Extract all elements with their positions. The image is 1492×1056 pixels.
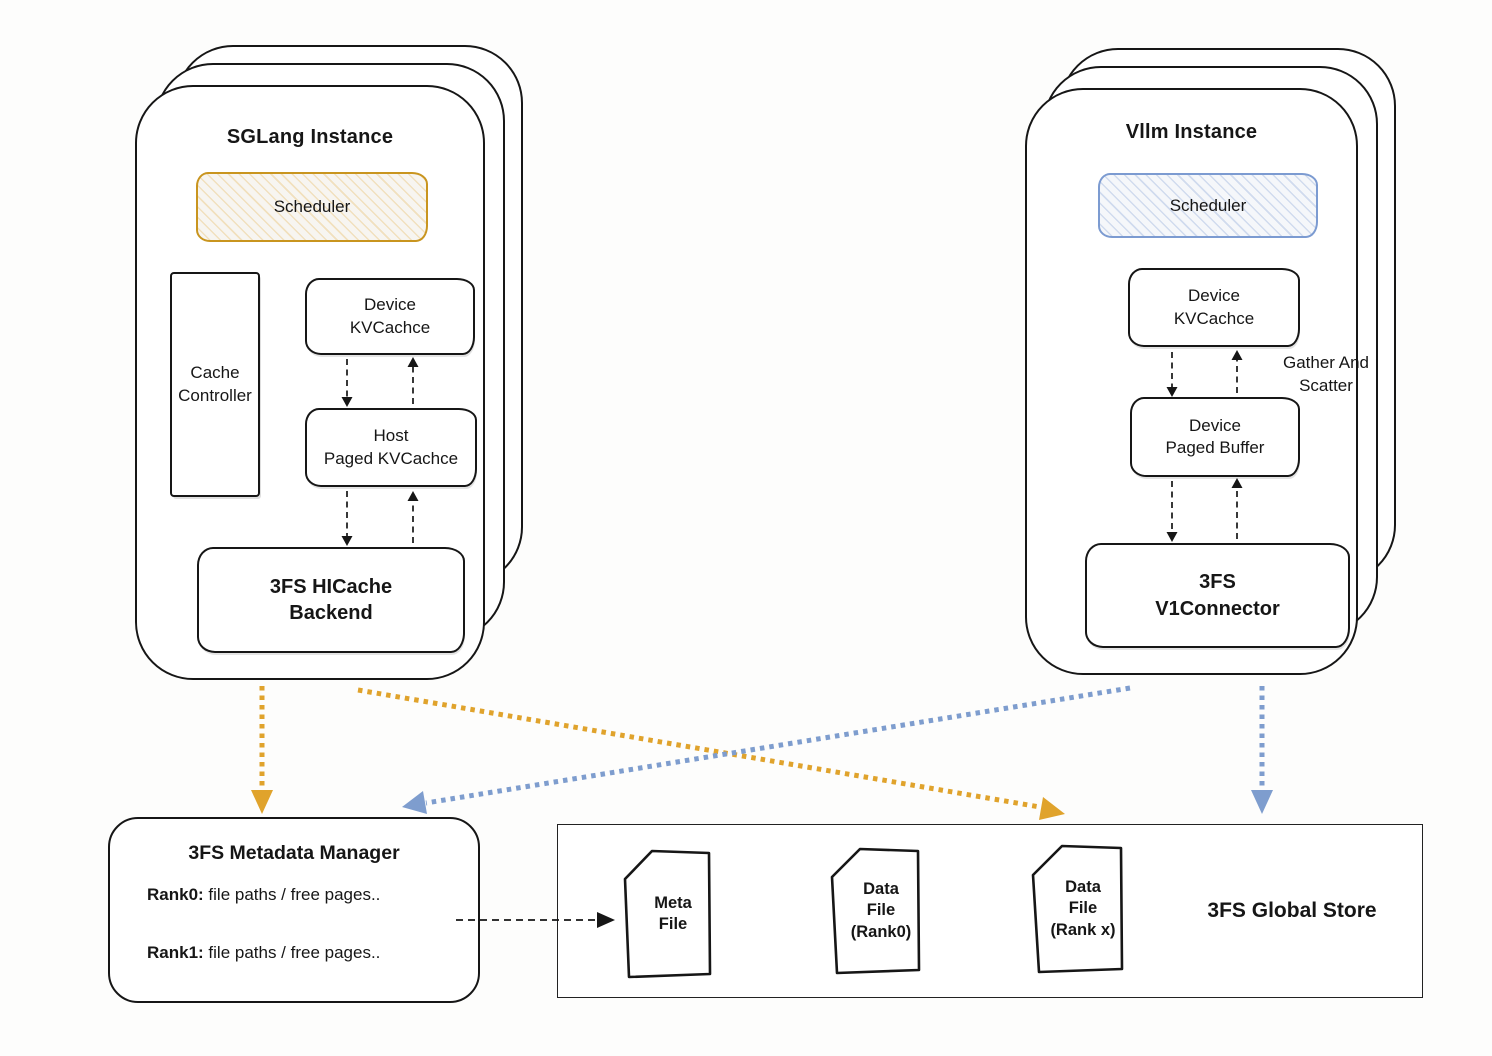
rank1-text: file paths / free pages..: [203, 943, 381, 962]
metadata-manager-rank1-row: Rank1: file paths / free pages..: [147, 943, 380, 963]
arrow-vllm-to-global-store: [1251, 686, 1273, 814]
vllm-scheduler-box: Scheduler: [1098, 173, 1318, 238]
sglang-cache-controller-label: Cache Controller: [178, 363, 252, 405]
sglang-backend-label: 3FS HICache Backend: [269, 575, 393, 624]
sglang-title: SGLang Instance: [226, 126, 394, 148]
file-shape-icon: [1031, 844, 1124, 974]
arrow-vllm-to-metadata-manager: [402, 685, 1131, 814]
data-file-rankx-label: Data File (Rank x): [1050, 877, 1116, 939]
sglang-scheduler-box: Scheduler: [196, 172, 428, 242]
arrow-sglang-to-metadata-manager: [251, 686, 273, 814]
sglang-host-paged-kvcache-label: Host Paged KVCachce: [323, 426, 459, 468]
rank1-label: Rank1:: [147, 943, 204, 962]
rank0-label: Rank0:: [147, 885, 204, 904]
metadata-manager-box: [108, 817, 480, 1003]
global-store-title: 3FS Global Store: [1207, 899, 1377, 922]
data-file-rank0-icon: Data File (Rank0): [830, 846, 922, 976]
rank0-text: file paths / free pages..: [203, 885, 381, 904]
data-file-rank0-label: Data File (Rank0): [850, 879, 912, 941]
sglang-device-kvcache-label: Device KVCachce: [349, 295, 431, 337]
sglang-host-paged-kvcache-box: Host Paged KVCachce: [305, 408, 477, 487]
sglang-cache-controller-box: Cache Controller: [170, 272, 260, 497]
vllm-connector-label: 3FS V1Connector: [1155, 571, 1280, 620]
vllm-device-kvcache-box: Device KVCachce: [1128, 268, 1300, 347]
meta-file-label: Meta File: [654, 893, 692, 933]
vllm-scheduler-label: Scheduler: [1169, 195, 1247, 215]
gather-and-scatter-annotation: Gather And Scatter: [1282, 353, 1369, 395]
vllm-device-kvcache-label: Device KVCachce: [1173, 286, 1255, 328]
sglang-scheduler-label: Scheduler: [273, 197, 351, 216]
meta-file-icon: Meta File: [623, 848, 713, 980]
file-shape-icon: [830, 847, 921, 975]
sglang-device-kvcache-box: Device KVCachce: [305, 278, 475, 355]
vllm-3fs-v1connector-box: 3FS V1Connector: [1085, 543, 1350, 648]
metadata-manager-rank0-row: Rank0: file paths / free pages..: [147, 885, 380, 905]
sglang-3fs-hicache-backend-box: 3FS HICache Backend: [197, 547, 465, 653]
vllm-device-paged-buffer-box: Device Paged Buffer: [1130, 397, 1300, 477]
vllm-device-paged-buffer-label: Device Paged Buffer: [1165, 415, 1265, 457]
arrow-sglang-to-global-store: [357, 687, 1065, 820]
file-shape-icon: [623, 849, 712, 979]
vllm-title: Vllm Instance: [1125, 121, 1258, 143]
data-file-rankx-icon: Data File (Rank x): [1031, 843, 1125, 975]
metadata-manager-title: 3FS Metadata Manager: [188, 842, 400, 864]
